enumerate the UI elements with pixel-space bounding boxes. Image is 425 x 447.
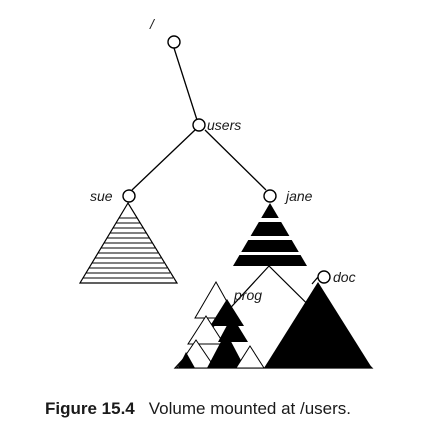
figure-caption-text: Volume mounted at /users.: [148, 399, 351, 418]
figure-caption: Figure 15.4 Volume mounted at /users.: [45, 399, 351, 419]
edge-users-sue: [131, 129, 196, 191]
label-users: users: [207, 117, 241, 133]
figure-number: Figure 15.4: [45, 399, 135, 418]
label-jane: jane: [284, 188, 313, 204]
node-sue: [122, 189, 136, 203]
jane-subtree-band: [220, 218, 320, 222]
edge-root-users: [173, 47, 198, 121]
mounted-volume: [173, 265, 374, 369]
label-root: /: [149, 16, 156, 32]
tree-nodes: [122, 35, 331, 284]
sue-subtree-hatching: [83, 217, 173, 279]
prog-subtree-pattern: [176, 280, 265, 369]
node-users: [192, 118, 206, 132]
jane-subtree-triangle: [233, 203, 307, 266]
node-jane: [263, 189, 277, 203]
jane-subtree-band: [220, 236, 320, 240]
jane-subtree: [220, 203, 320, 266]
label-prog: prog: [233, 287, 262, 303]
doc-subtree-triangle: [264, 282, 372, 368]
sue-subtree: [78, 201, 179, 284]
label-doc: doc: [333, 269, 356, 285]
edge-users-jane: [204, 129, 267, 191]
label-sue: sue: [90, 188, 113, 204]
tree-edges: [131, 47, 319, 285]
edge-jane-doc: [311, 276, 319, 285]
node-root: [167, 35, 181, 49]
jane-subtree-band: [220, 252, 320, 255]
node-doc: [317, 270, 331, 284]
